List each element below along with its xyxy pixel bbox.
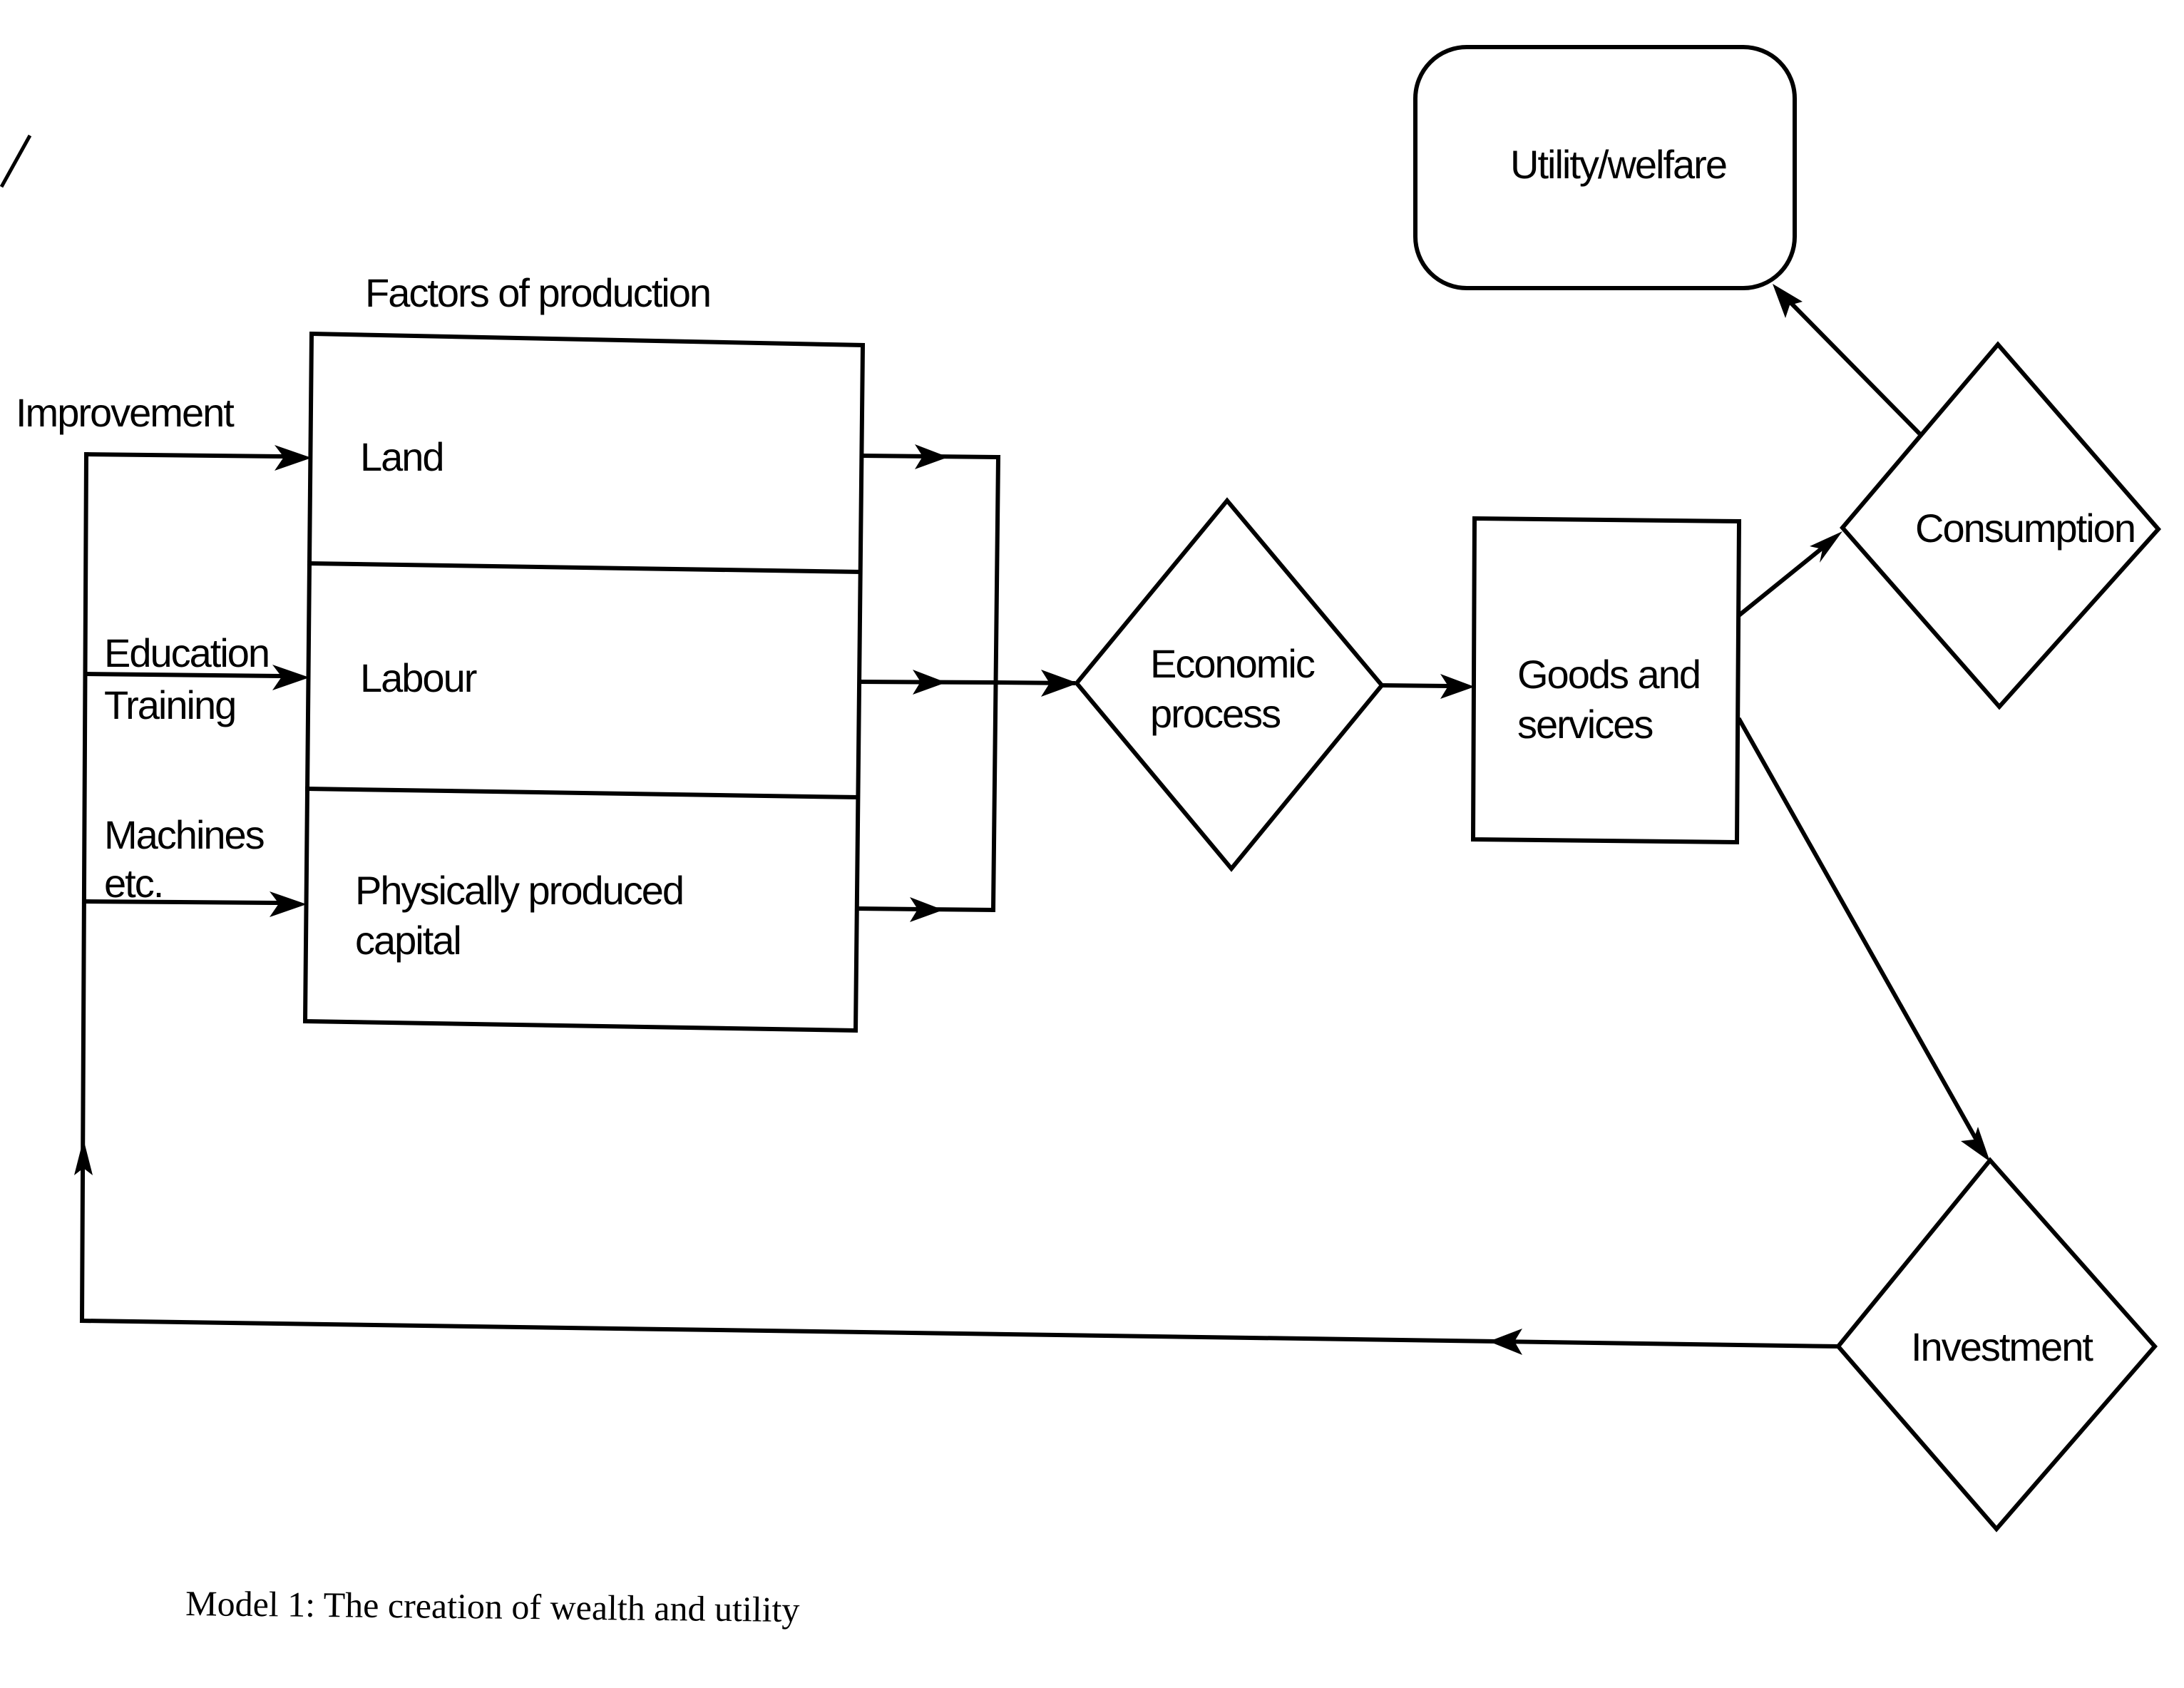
economic-line2: process: [1150, 691, 1280, 736]
edge-goods-consumption: [1736, 542, 1829, 618]
divider-labour-capital: [304, 786, 861, 800]
edge-consumption-utility: [1783, 295, 1922, 436]
investment-label: Investment: [1911, 1324, 2093, 1369]
factor-capital-line2: capital: [355, 918, 461, 963]
edge-economic-goods: [1379, 682, 1450, 689]
investment-diamond: [1835, 1157, 2158, 1533]
caption: Model 1: The creation of wealth and util…: [185, 1583, 800, 1630]
factors-box: [302, 331, 866, 1033]
goods-line2: services: [1517, 702, 1652, 747]
arrowhead-return-up: [74, 1139, 93, 1175]
utility-box: [1413, 45, 1797, 290]
consumption-diamond: [1840, 341, 2162, 710]
arrowhead-return-left: [1489, 1329, 1522, 1355]
arrowhead-goods: [1440, 674, 1475, 699]
input-machines: Machines: [104, 812, 264, 857]
utility-label: Utility/welfare: [1510, 142, 1726, 187]
input-improvement: Improvement: [16, 390, 235, 435]
economic-line1: Economic: [1150, 641, 1315, 686]
factor-land: Land: [360, 434, 444, 479]
input-training: Training: [104, 682, 235, 727]
scan-mark: [0, 134, 32, 188]
factors-title: Factors of production: [365, 270, 710, 315]
divider-land-labour: [307, 561, 863, 575]
edge-goods-investment: [1736, 717, 1979, 1141]
consumption-label: Consumption: [1915, 506, 2135, 551]
arrowhead-machines: [270, 891, 307, 917]
arrowhead-consumption: [1810, 531, 1842, 563]
factor-labour: Labour: [360, 655, 477, 700]
input-education: Education: [104, 630, 269, 675]
arrowhead-improvement: [275, 445, 312, 471]
arrowhead-utility: [1773, 284, 1803, 318]
arrowhead-investment: [1961, 1127, 1990, 1162]
arrowhead-education: [272, 665, 309, 690]
factor-capital-line1: Physically produced: [355, 868, 683, 913]
factor-outputs: [854, 444, 1078, 922]
goods-box: [1470, 516, 1742, 845]
feedback-loop: [74, 445, 1841, 1355]
economic-process-diamond: [1074, 497, 1385, 872]
input-etc: etc.: [104, 861, 163, 906]
goods-line1: Goods and: [1517, 652, 1700, 697]
